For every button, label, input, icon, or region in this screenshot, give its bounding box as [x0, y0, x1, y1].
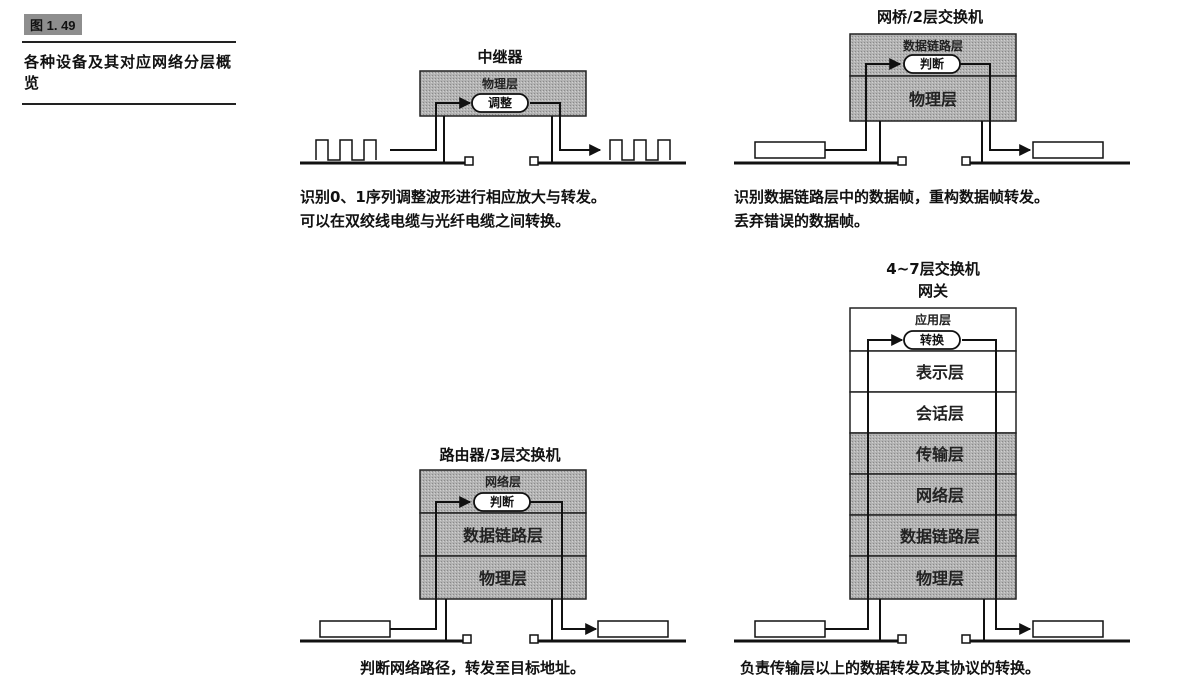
router-signal-out: [530, 501, 598, 635]
gateway-layer-label-3: 传输层: [915, 445, 964, 464]
router-layer-label-2: 物理层: [479, 569, 527, 588]
bridge-desc-line2: 丢弃错误的数据帧。: [734, 212, 870, 230]
router-desc: 判断网络路径，转发至目标地址。: [360, 659, 586, 677]
gateway-signal-in: [825, 334, 904, 630]
figure-caption: 各种设备及其对应网络分层概览: [24, 53, 233, 92]
gateway-application-layer: [849, 307, 1017, 352]
gateway-desc: 负责传输层以上的数据转发及其协议的转换。: [740, 659, 1041, 677]
bridge-output-frame: [1032, 141, 1104, 159]
repeater-desc-line1: 识别0、1序列调整波形进行相应放大与转发。: [300, 188, 606, 206]
repeater-layer-label: 物理层: [482, 76, 518, 91]
gateway-layer-label-5: 数据链路层: [900, 527, 980, 546]
repeater-left-port: [464, 156, 474, 166]
bridge-physical-layer: [849, 75, 1017, 122]
gateway-physical-layer: [849, 555, 1017, 600]
repeater-signal-in: [390, 97, 472, 151]
gateway-session-layer: [849, 391, 1017, 434]
gateway-layer-label-6: 物理层: [916, 569, 964, 588]
repeater-right-port: [529, 156, 539, 166]
router-left-port: [462, 634, 472, 644]
gateway-layer-label-4: 网络层: [916, 486, 964, 505]
bridge-left-port: [897, 156, 907, 166]
gateway-layer-label-2: 会话层: [916, 404, 964, 423]
gateway-input-data: [754, 620, 826, 638]
gateway-network-layer: [849, 473, 1017, 516]
repeater-output-waveform: [609, 139, 671, 161]
gateway-layer-label-1: 表示层: [915, 363, 964, 382]
gateway-action-label: 转换: [920, 332, 945, 347]
bridge-action-label: 判断: [920, 56, 944, 71]
gateway-transport-layer: [849, 432, 1017, 475]
repeater-action-label: 调整: [488, 95, 512, 110]
repeater-panel: 中继器 物理层 调整: [300, 48, 686, 166]
repeater-title: 中继器: [477, 48, 523, 66]
gateway-title-line1: 4~7层交换机: [886, 260, 979, 278]
repeater-signal-out: [530, 102, 602, 156]
gateway-datalink-layer: [849, 514, 1017, 557]
router-output-packet: [597, 620, 669, 638]
gateway-title-line2: 网关: [918, 282, 948, 300]
gateway-signal-out: [962, 339, 1032, 635]
bridge-layer-label-1: 物理层: [909, 90, 957, 109]
router-action-label: 判断: [490, 494, 514, 509]
router-layer-label-1: 数据链路层: [463, 526, 543, 545]
gateway-left-port: [897, 634, 907, 644]
router-signal-in: [390, 496, 472, 630]
repeater-input-waveform: [315, 139, 377, 161]
router-panel: 路由器/3层交换机 网络层 数据链路层 物理层 判断: [300, 446, 686, 644]
gateway-layer-label-0: 应用层: [915, 312, 951, 327]
router-right-port: [529, 634, 539, 644]
bridge-right-port: [961, 156, 971, 166]
bridge-signal-in: [825, 58, 902, 151]
caption-top-rule: [22, 41, 236, 43]
router-input-packet: [319, 620, 391, 638]
router-title: 路由器/3层交换机: [440, 446, 561, 464]
caption-bottom-rule: [22, 103, 236, 105]
bridge-layer-label-0: 数据链路层: [903, 38, 963, 53]
router-judge-pill: [473, 492, 531, 512]
repeater-desc-line2: 可以在双绞线电缆与光纤电缆之间转换。: [300, 212, 571, 230]
bridge-desc-line1: 识别数据链路层中的数据帧，重构数据帧转发。: [734, 188, 1050, 206]
router-physical-layer: [419, 555, 587, 600]
bridge-signal-out: [960, 63, 1032, 156]
gateway-convert-pill: [903, 330, 961, 350]
bridge-judge-pill: [903, 54, 961, 74]
figure-tag: 图 1. 49: [24, 14, 82, 35]
bridge-panel: 网桥/2层交换机 数据链路层 物理层 判断: [734, 8, 1130, 166]
gateway-panel: 4~7层交换机 网关 应用层 表示层 会话层 传输层 网络层 数据链路层 物理层…: [734, 260, 1130, 644]
gateway-right-port: [961, 634, 971, 644]
bridge-input-frame: [754, 141, 826, 159]
gateway-output-data: [1032, 620, 1104, 638]
bridge-title: 网桥/2层交换机: [877, 8, 983, 26]
router-layer-label-0: 网络层: [485, 474, 521, 489]
gateway-presentation-layer: [849, 350, 1017, 393]
repeater-adjust-pill: [471, 93, 529, 113]
